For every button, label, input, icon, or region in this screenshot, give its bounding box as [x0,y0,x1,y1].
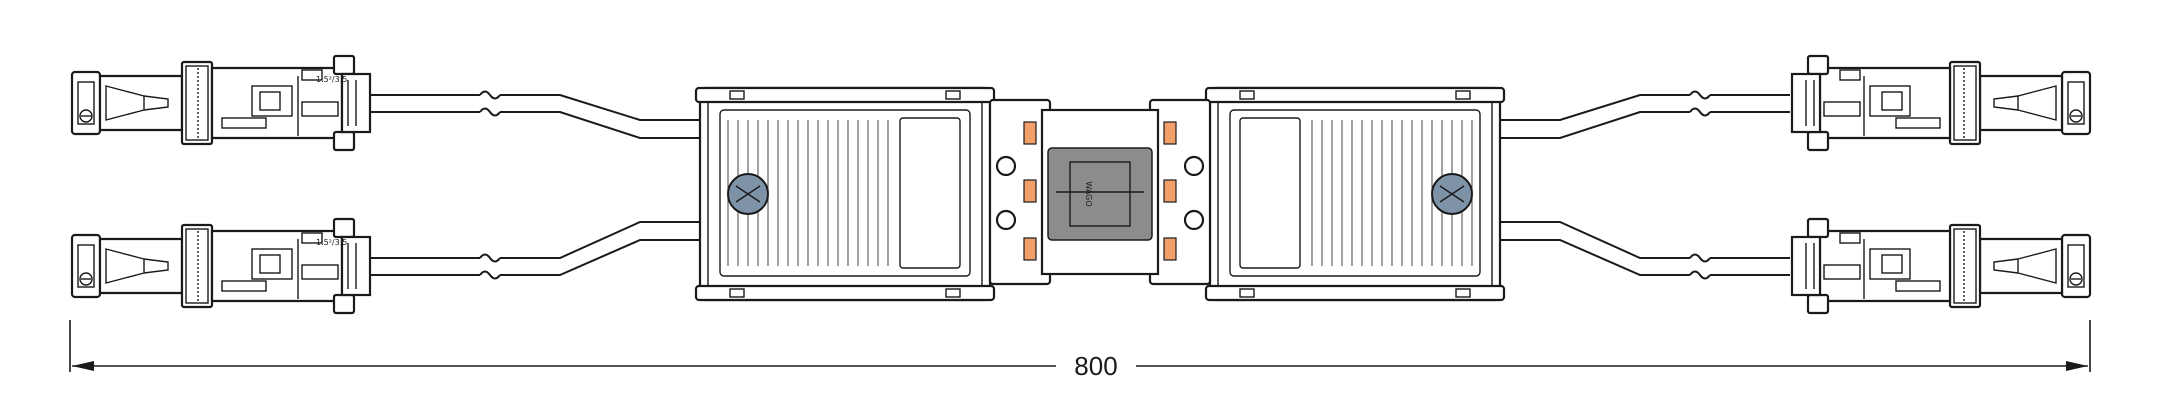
plug-connector-lower-right [1790,217,2092,315]
screw-icon [727,173,769,215]
cable-upper-left [350,90,700,139]
dimension-value: 800 [1074,351,1117,381]
orange-tab [1023,121,1177,261]
screw-icon [1431,173,1473,215]
plug-connector-upper-left: 1.5²/3.5 [70,54,372,152]
cable-label-upper-left: 1.5²/3.5 [316,75,347,84]
cable-label-lower-left: 1.5²/3.5 [316,238,347,247]
housing-left [694,86,996,302]
housing-ribs-left [727,120,889,266]
cable-lower-right [1500,221,1790,280]
connector-marking: WAGO [1084,181,1093,206]
center-coupling: WAGO [988,98,1212,286]
plug-connector-lower-left: 1.5²/3.5 [70,217,372,315]
cable-upper-right [1500,90,1790,139]
housing-right [1204,86,1506,302]
plug-connector-upper-right [1790,54,2092,152]
cable-lower-left [350,221,700,280]
dimension-line: 800 [69,320,2091,381]
